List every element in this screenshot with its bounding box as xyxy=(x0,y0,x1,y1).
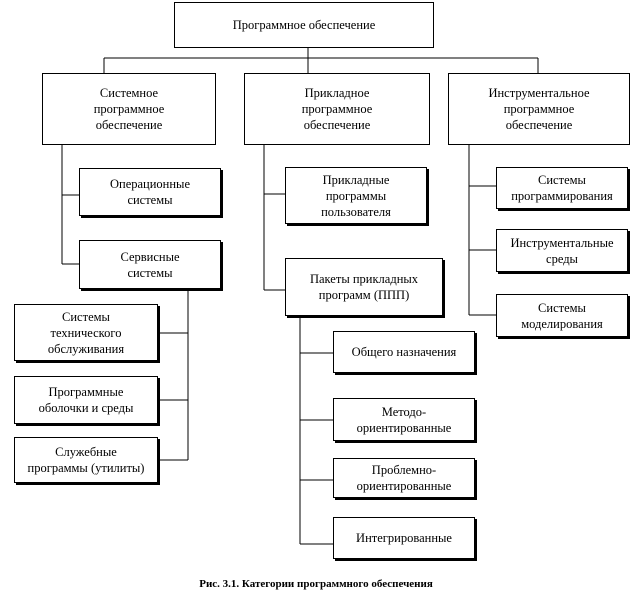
node-user-programs: Прикладные программы пользователя xyxy=(285,167,427,224)
node-utilities: Служебные программы (утилиты) xyxy=(14,437,158,483)
node-general-purpose: Общего назначения xyxy=(333,331,475,373)
node-method-oriented: Методо- ориентированные xyxy=(333,398,475,441)
figure-caption: Рис. 3.1. Категории программного обеспеч… xyxy=(199,578,433,590)
node-service-systems: Сервисные системы xyxy=(79,240,221,289)
node-tools-software: Инструментальное программное обеспечение xyxy=(448,73,630,145)
node-root: Программное обеспечение xyxy=(174,2,434,48)
node-application-packages: Пакеты прикладных программ (ППП) xyxy=(285,258,443,316)
node-programming-systems: Системы программирования xyxy=(496,167,628,209)
node-modeling-systems: Системы моделирования xyxy=(496,294,628,337)
node-system-software: Системное программное обеспечение xyxy=(42,73,216,145)
node-tool-environments: Инструментальные среды xyxy=(496,229,628,272)
node-integrated: Интегрированные xyxy=(333,517,475,559)
node-applied-software: Прикладное программное обеспечение xyxy=(244,73,430,145)
node-operating-systems: Операционные системы xyxy=(79,168,221,216)
node-shells-environments: Программные оболочки и среды xyxy=(14,376,158,424)
node-maintenance-systems: Системы технического обслуживания xyxy=(14,304,158,361)
node-problem-oriented: Проблемно- ориентированные xyxy=(333,458,475,498)
